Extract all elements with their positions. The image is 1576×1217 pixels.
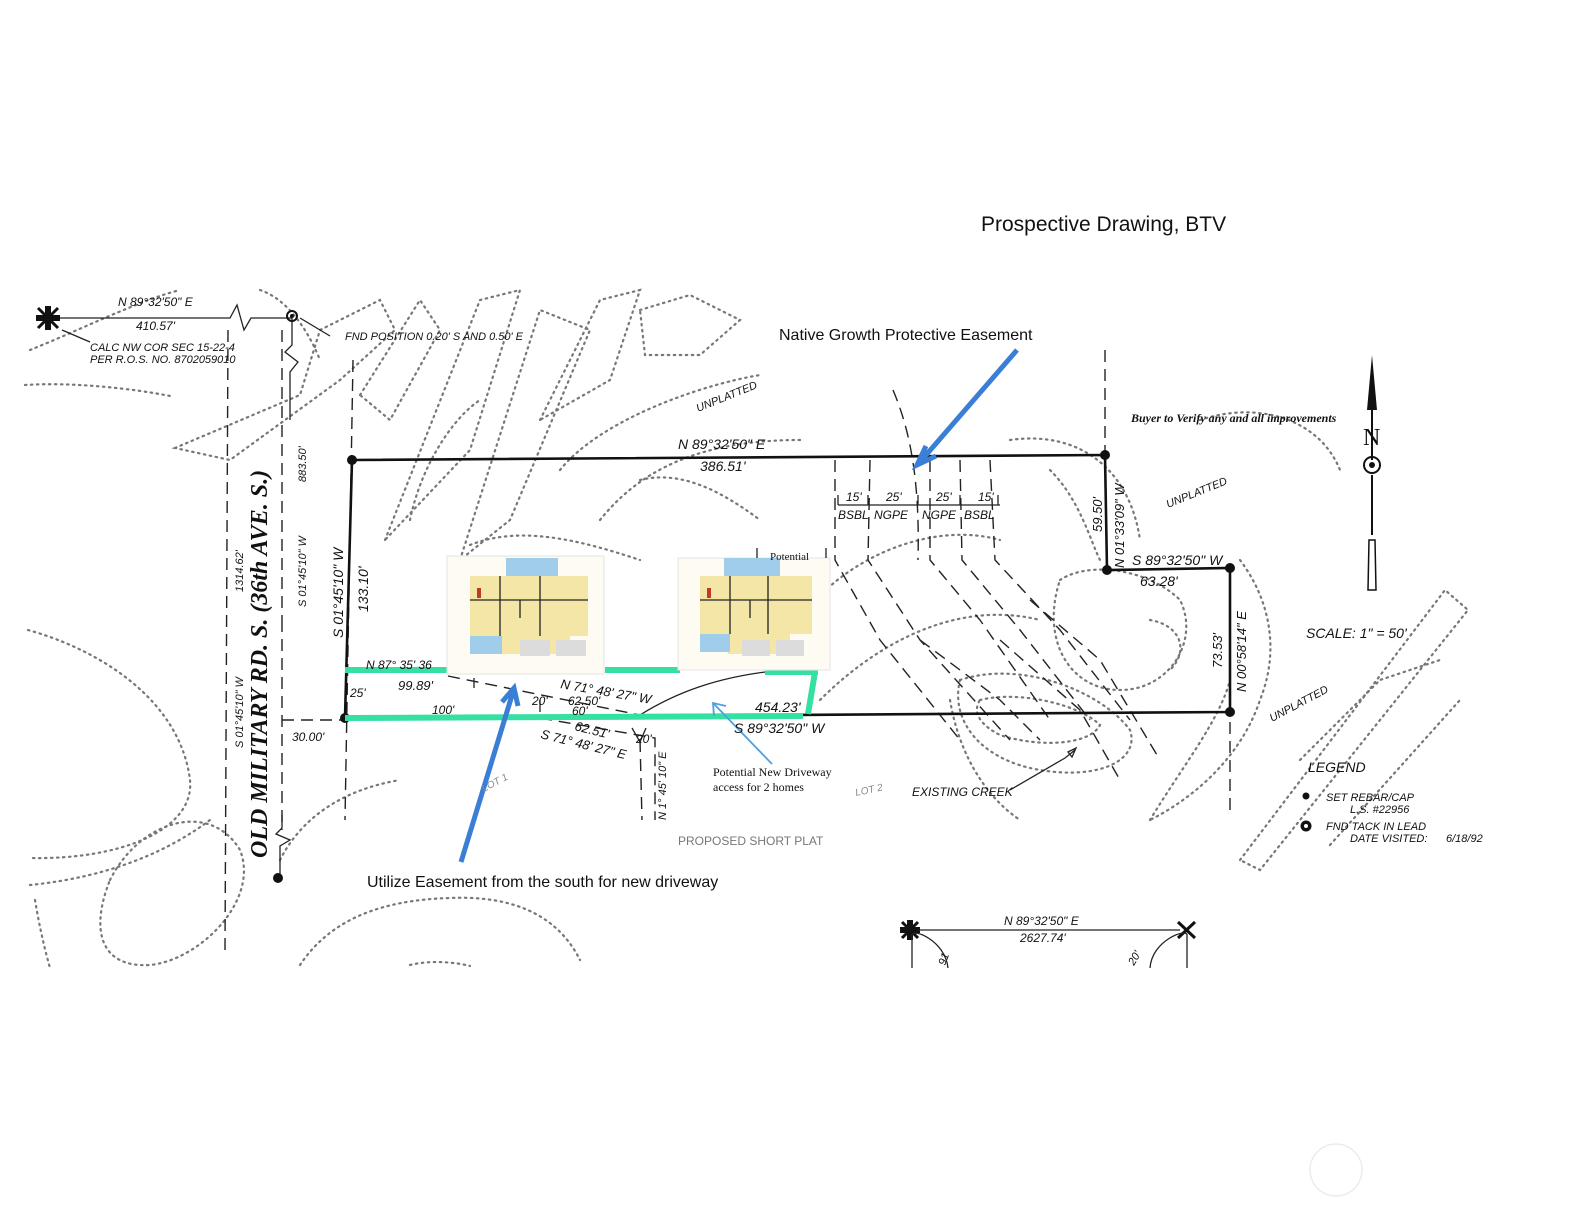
svg-text:S 89°32'50" W: S 89°32'50" W	[734, 720, 826, 736]
svg-text:883.50': 883.50'	[297, 445, 309, 482]
svg-text:UNPLATTED: UNPLATTED	[1268, 684, 1331, 725]
overlay-annotations: Prospective Drawing, BTV Native Growth P…	[367, 213, 1337, 891]
native-growth-arrow	[918, 348, 1019, 464]
svg-text:LEGEND: LEGEND	[1308, 759, 1366, 775]
svg-text:SCALE: 1" = 50': SCALE: 1" = 50'	[1306, 625, 1408, 641]
svg-text:FND POSITION 0.20' S AND 0.50': FND POSITION 0.20' S AND 0.50' E	[345, 331, 524, 343]
svg-text:N 00°58'14" E: N 00°58'14" E	[1234, 611, 1249, 692]
svg-text:SET REBAR/CAP: SET REBAR/CAP	[1326, 792, 1415, 804]
svg-text:133.10': 133.10'	[355, 565, 371, 612]
svg-text:60': 60'	[572, 704, 588, 718]
svg-text:UNPLATTED: UNPLATTED	[695, 379, 759, 414]
svg-text:N 89°32'50" E: N 89°32'50" E	[678, 436, 766, 452]
potential-label-box: Potential	[756, 548, 827, 563]
native-growth-arrowhead	[911, 444, 938, 471]
svg-text:NGPE: NGPE	[874, 508, 909, 522]
circle-button-icon[interactable]	[1309, 1143, 1363, 1197]
svg-text:25': 25'	[935, 490, 952, 504]
bottom-corner-icons	[900, 920, 1197, 969]
section-corner-icon	[36, 306, 60, 330]
svg-text:N 89°32'50" E: N 89°32'50" E	[118, 295, 194, 309]
svg-text:62.50': 62.50'	[568, 694, 601, 708]
driveway-arrow	[713, 703, 773, 765]
svg-text:UNPLATTED: UNPLATTED	[1165, 475, 1229, 510]
rebar-cap-icon	[1302, 792, 1310, 800]
svg-text:LOT 2: LOT 2	[854, 782, 884, 799]
svg-text:NGPE: NGPE	[922, 508, 957, 522]
svg-text:63.28': 63.28'	[1140, 573, 1179, 589]
fnd-monument-icon	[273, 310, 298, 883]
svg-text:N 89°32'50" E: N 89°32'50" E	[1004, 914, 1080, 928]
house-plan-1	[446, 555, 605, 675]
svg-text:S 89°32'50" W: S 89°32'50" W	[1132, 552, 1224, 568]
svg-text:LOT 1: LOT 1	[480, 772, 510, 795]
svg-text:1314.62': 1314.62'	[234, 549, 246, 592]
driveway-label-line1: Potential New Driveway	[713, 765, 832, 779]
svg-text:OLD MILITARY RD. S. (36th AVE.: OLD MILITARY RD. S. (36th AVE. S.)	[247, 470, 273, 858]
contour-lines	[23, 288, 1470, 970]
svg-text:454.23': 454.23'	[755, 699, 802, 715]
svg-text:BSBL: BSBL	[838, 508, 869, 522]
svg-text:CALC NW COR SEC 15-22-4: CALC NW COR SEC 15-22-4	[90, 342, 235, 354]
svg-text:BSBL: BSBL	[964, 508, 995, 522]
utilize-easement-arrowhead	[500, 682, 521, 707]
svg-text:30.00': 30.00'	[292, 730, 325, 744]
buyer-verify-note: Buyer to Verify any and all improvements	[1130, 411, 1337, 425]
svg-text:N 1° 45' 10" E: N 1° 45' 10" E	[657, 751, 669, 820]
svg-text:N 01°33'09" W: N 01°33'09" W	[1112, 482, 1127, 568]
svg-text:EXISTING CREEK: EXISTING CREEK	[912, 785, 1014, 799]
utilize-easement-label: Utilize Easement from the south for new …	[367, 874, 718, 891]
svg-text:91: 91	[937, 951, 952, 967]
north-letter: N	[1363, 425, 1380, 451]
legend-icons	[1300, 792, 1312, 832]
svg-text:DATE VISITED:: DATE VISITED:	[1350, 833, 1427, 845]
svg-text:S 01°45'10" W: S 01°45'10" W	[234, 675, 246, 748]
svg-text:15': 15'	[846, 490, 862, 504]
north-arrow-icon: N	[1363, 355, 1381, 591]
svg-text:25': 25'	[349, 686, 366, 700]
road-lines	[44, 303, 354, 951]
access-easement	[447, 671, 766, 821]
blue-arrows	[458, 348, 1019, 863]
svg-text:100': 100'	[432, 703, 455, 717]
svg-text:20': 20'	[531, 694, 548, 708]
svg-text:20': 20'	[1126, 948, 1145, 968]
svg-text:20': 20'	[635, 732, 652, 746]
driveway-label-line2: access for 2 homes	[713, 780, 804, 794]
native-growth-label: Native Growth Protective Easement	[779, 327, 1033, 344]
utilize-easement-arrow	[458, 691, 516, 863]
svg-text:15': 15'	[978, 490, 994, 504]
svg-text:L.S. #22956: L.S. #22956	[1350, 804, 1410, 816]
driveway-arrowhead	[712, 701, 727, 717]
svg-text:PROPOSED SHORT PLAT: PROPOSED SHORT PLAT	[678, 834, 824, 848]
svg-text:25': 25'	[885, 490, 902, 504]
svg-text:59.50': 59.50'	[1090, 496, 1105, 532]
easement-lines	[834, 350, 1231, 815]
page-title: Prospective Drawing, BTV	[981, 213, 1226, 236]
svg-text:N 87° 35' 36: N 87° 35' 36	[366, 658, 432, 672]
potential-partial-label: Potential	[770, 551, 809, 563]
svg-text:FND TACK IN LEAD: FND TACK IN LEAD	[1326, 821, 1426, 833]
svg-text:S 01°45'10" W: S 01°45'10" W	[297, 534, 309, 607]
svg-text:99.89': 99.89'	[398, 678, 434, 693]
svg-text:2627.74': 2627.74'	[1019, 931, 1066, 945]
svg-text:PER R.O.S. NO. 8702059010: PER R.O.S. NO. 8702059010	[90, 354, 236, 366]
svg-text:73.53': 73.53'	[1210, 632, 1225, 668]
svg-text:S 01°45'10" W: S 01°45'10" W	[330, 546, 346, 638]
svg-text:410.57': 410.57'	[136, 319, 176, 333]
house-plan-2	[677, 557, 831, 671]
svg-text:6/18/92: 6/18/92	[1446, 833, 1483, 845]
svg-text:386.51': 386.51'	[700, 458, 747, 474]
